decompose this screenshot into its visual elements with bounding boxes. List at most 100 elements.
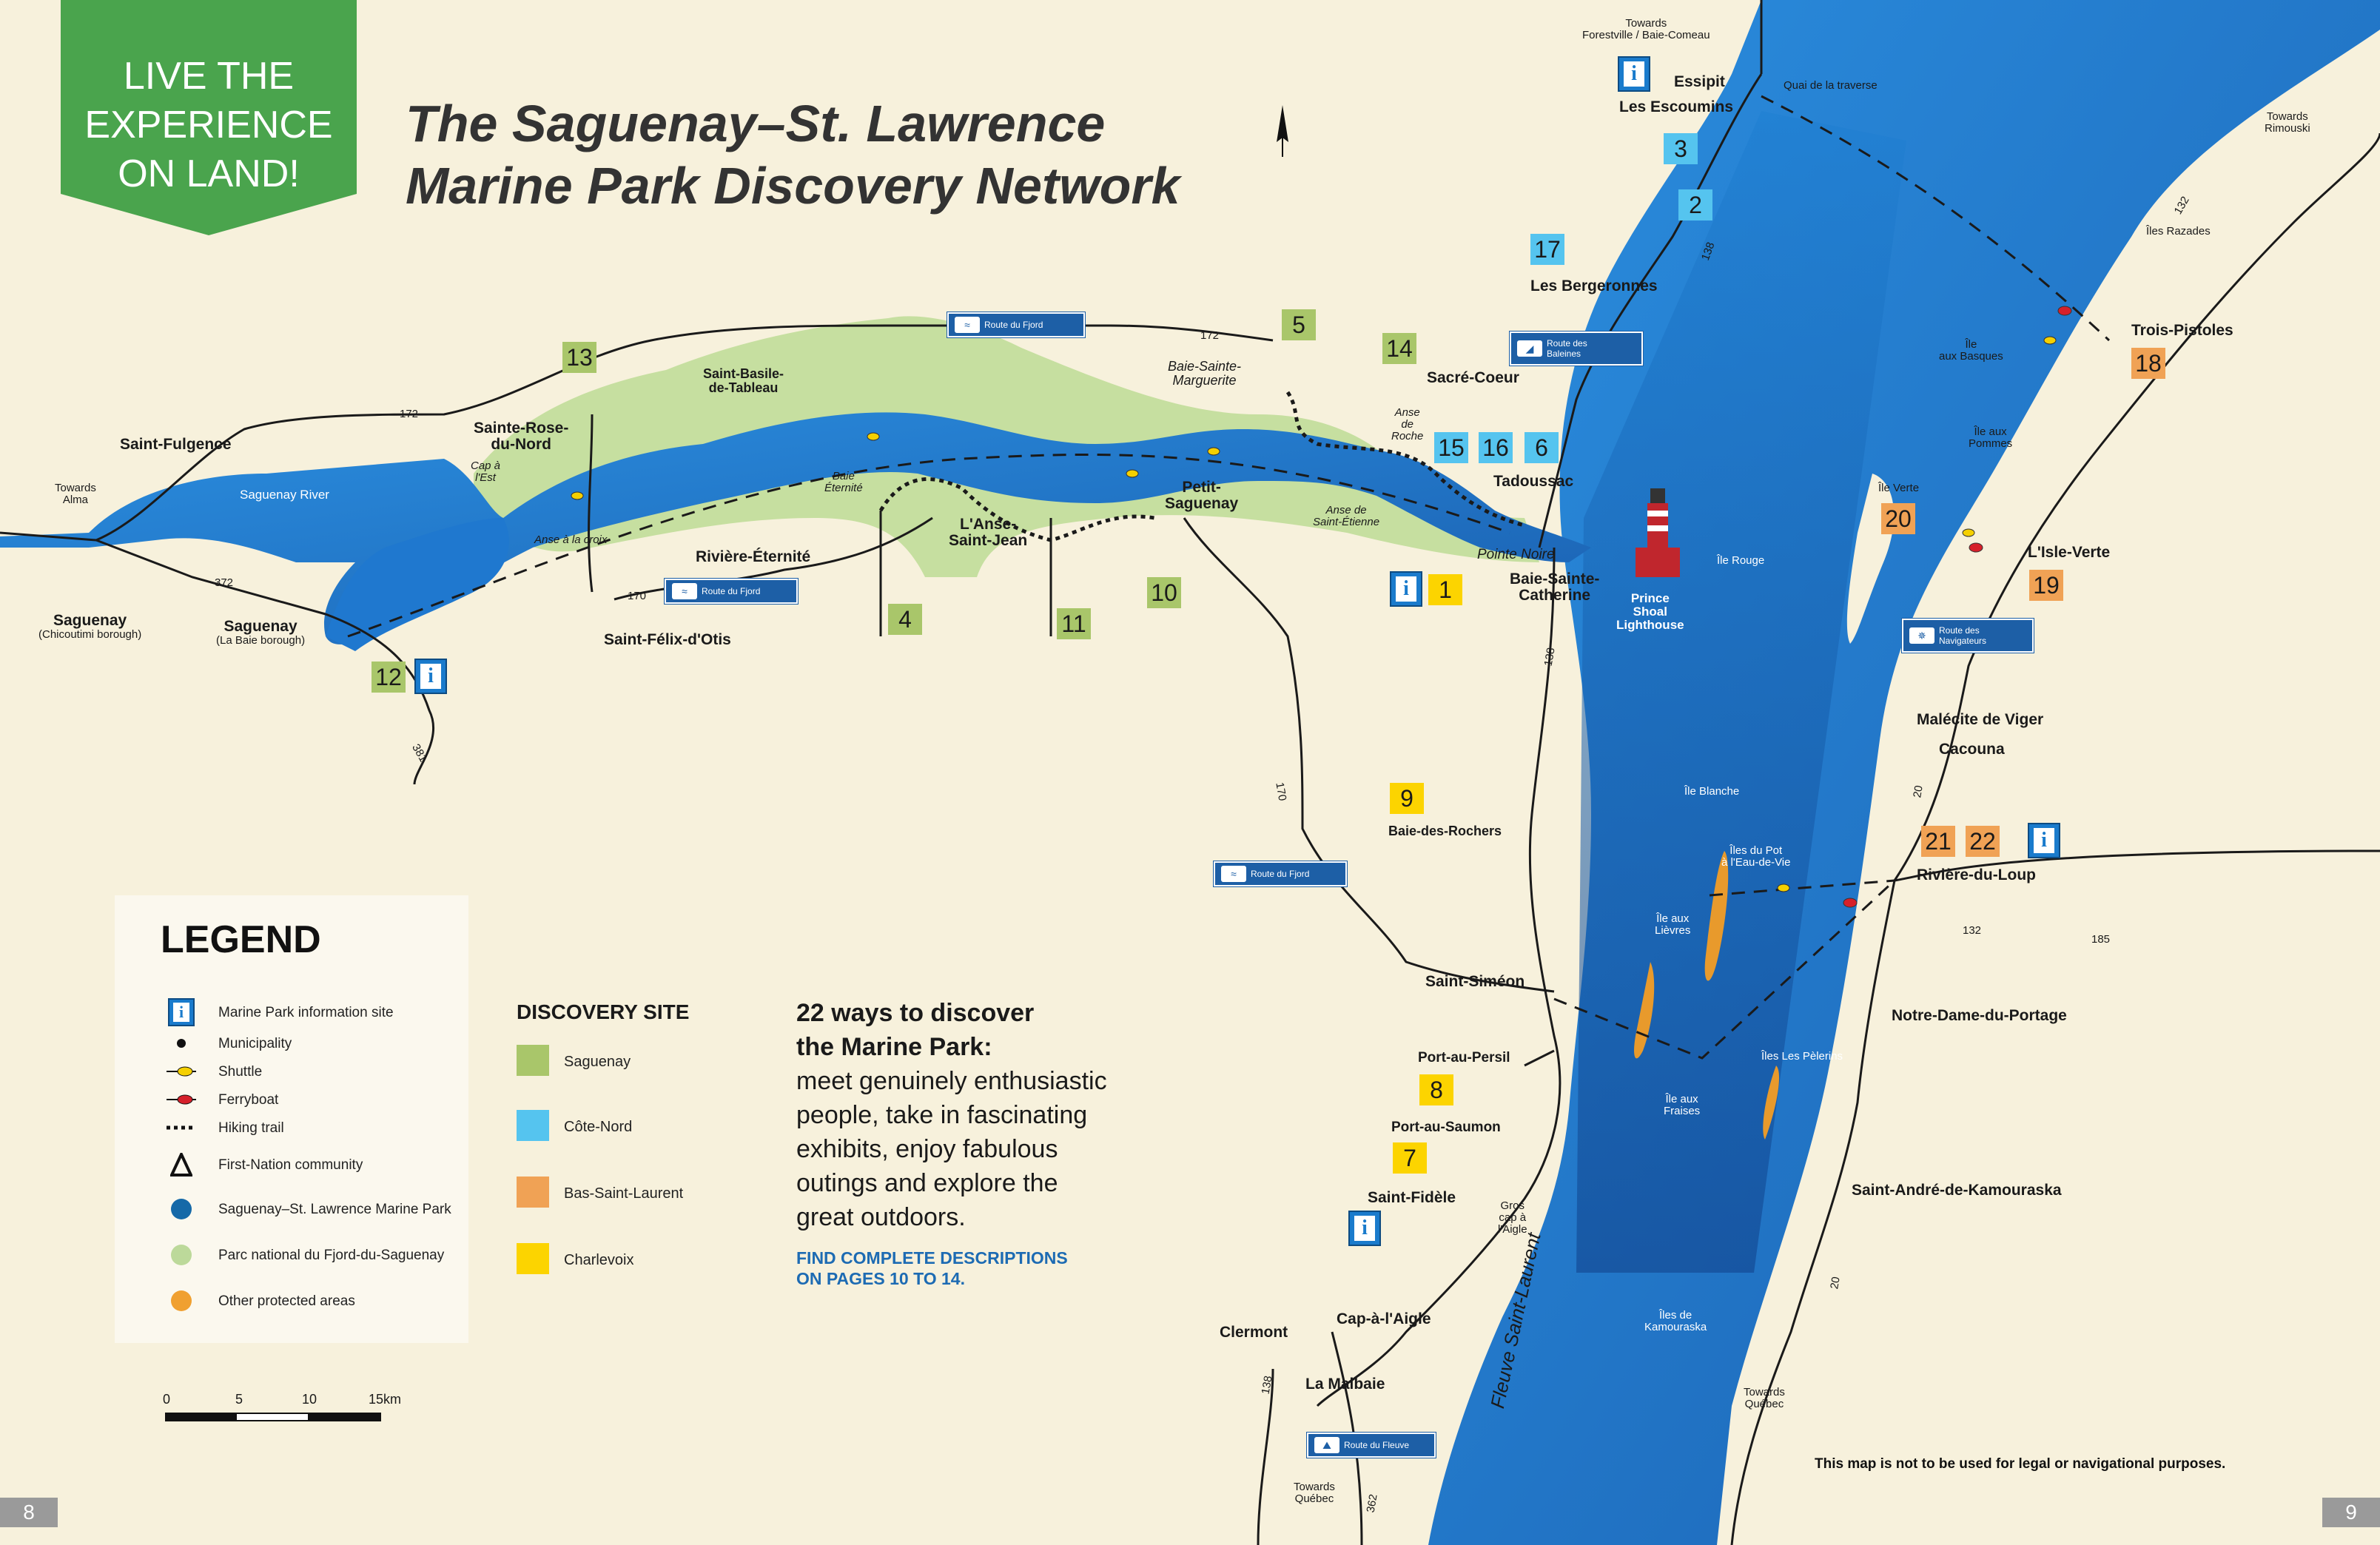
info-icon[interactable]: i: [414, 659, 447, 694]
site-20[interactable]: 20: [1881, 503, 1915, 534]
scale-tick-0: 0: [163, 1392, 171, 1407]
site-11[interactable]: 11: [1057, 608, 1091, 639]
label-saguenay-la-baie: Saguenay(La Baie borough): [216, 618, 306, 647]
iles-du-pot: [1704, 851, 1729, 981]
site-2[interactable]: 2: [1678, 189, 1712, 221]
site-10[interactable]: 10: [1147, 577, 1181, 608]
north-arrow-icon: [1277, 105, 1288, 157]
site-21[interactable]: 21: [1921, 826, 1955, 857]
label-cacouna: Cacouna: [1939, 741, 2005, 758]
site-4[interactable]: 4: [888, 604, 922, 635]
site-18[interactable]: 18: [2131, 348, 2165, 379]
label-sainte-rose-du-nord: Sainte-Rose-du-Nord: [474, 420, 569, 454]
river-icon: ⛰: [1314, 1437, 1339, 1453]
banner-line-2: EXPERIENCE: [84, 104, 333, 147]
info-icon[interactable]: i: [1618, 56, 1650, 92]
site-12[interactable]: 12: [372, 662, 406, 693]
site-22[interactable]: 22: [1966, 826, 2000, 857]
label-saint-fulgence: Saint-Fulgence: [120, 436, 232, 453]
route-du-fjord-sign-1: ≈Route du Fjord: [947, 312, 1086, 338]
label-saguenay-river: Saguenay River: [240, 488, 329, 502]
legend-item: Saguenay–St. Lawrence Marine Park: [115, 1194, 463, 1224]
label-saguenay-chicoutimi: Saguenay(Chicoutimi borough): [38, 612, 142, 642]
site-17[interactable]: 17: [1530, 234, 1564, 265]
park-dot-icon: [171, 1199, 192, 1219]
intro-heading-2: the Marine Park:: [796, 1033, 992, 1061]
label-saint-andre-de-kamouraska: Saint-André-de-Kamouraska: [1852, 1182, 2062, 1199]
site-1[interactable]: 1: [1428, 574, 1462, 605]
site-14[interactable]: 14: [1382, 333, 1416, 364]
road-132-b: 132: [1963, 924, 1982, 937]
banner-shape: [61, 0, 357, 235]
first-nation-icon: [170, 1153, 192, 1177]
label-port-au-saumon: Port-au-Saumon: [1391, 1120, 1501, 1135]
legend-item: First-Nation community: [115, 1150, 463, 1179]
intro-line: meet genuinely enthusiastic: [796, 1067, 1107, 1095]
ship-wheel-icon: ✵: [1909, 627, 1934, 644]
shuttle-icon: [167, 1066, 196, 1077]
site-13[interactable]: 13: [562, 342, 596, 373]
title-line-2: Marine Park Discovery Network: [406, 157, 1180, 215]
page-title: The Saguenay–St. Lawrence Marine Park Di…: [406, 92, 1180, 217]
site-6[interactable]: 6: [1525, 432, 1559, 463]
whale-icon: ◢: [1517, 340, 1542, 357]
label-ile-rouge: Île Rouge: [1717, 554, 1765, 567]
label-clermont: Clermont: [1220, 1324, 1288, 1341]
route-du-fleuve-sign: ⛰Route du Fleuve: [1306, 1432, 1436, 1458]
label-cap-a-l-aigle: Cap-à-l'Aigle: [1337, 1310, 1431, 1327]
site-19[interactable]: 19: [2029, 570, 2063, 601]
site-5[interactable]: 5: [1282, 309, 1316, 340]
shuttle-markers: [571, 306, 2072, 908]
ile-aux-lievres: [1634, 962, 1655, 1059]
site-3[interactable]: 3: [1664, 133, 1698, 164]
discovery-swatch-bas-saint-laurent: [517, 1177, 549, 1208]
road-172-b: 172: [400, 408, 419, 420]
label-notre-dame-du-portage: Notre-Dame-du-Portage: [1892, 1007, 2067, 1024]
site-15[interactable]: 15: [1434, 432, 1468, 463]
info-icon[interactable]: i: [1390, 571, 1422, 607]
intro-heading-1: 22 ways to discover: [796, 999, 1035, 1027]
legend-heading: LEGEND: [161, 918, 321, 961]
route-du-fjord-sign-3: ≈Route du Fjord: [1213, 861, 1348, 887]
intro-line: great outdoors.: [796, 1203, 966, 1231]
route-du-fjord-sign-2: ≈Route du Fjord: [664, 578, 799, 605]
info-icon[interactable]: i: [2028, 823, 2060, 858]
label-essipit: Essipit: [1674, 73, 1725, 90]
discovery-site-heading: DISCOVERY SITE: [517, 1000, 690, 1023]
site-8[interactable]: 8: [1419, 1074, 1453, 1105]
intro-line: outings and explore the: [796, 1169, 1058, 1197]
site-9[interactable]: 9: [1390, 783, 1424, 814]
fjord-icon: ≈: [672, 583, 697, 599]
label-sacre-coeur: Sacré-Coeur: [1427, 369, 1519, 386]
discovery-label-charlevoix: Charlevoix: [564, 1252, 634, 1268]
site-7[interactable]: 7: [1393, 1142, 1427, 1174]
label-baie-sainte-catherine: Baie-Sainte-Catherine: [1510, 570, 1600, 605]
label-quai: Quai de la traverse: [1784, 79, 1878, 92]
road-170-a: 170: [628, 590, 647, 602]
label-iles-razades: Îles Razades: [2146, 225, 2211, 238]
label-baie-sainte-marguerite: Baie-Sainte-Marguerite: [1168, 359, 1242, 388]
road-20-a: 20: [1911, 784, 1926, 799]
road-172-a: 172: [1200, 329, 1220, 342]
site-16[interactable]: 16: [1479, 432, 1513, 463]
intro-text: 22 ways to discover the Marine Park: mee…: [796, 996, 1152, 1234]
banner: LIVE THE EXPERIENCE ON LAND!: [61, 0, 357, 235]
label-iles-les-pelerins: Îles Les Pèlerins: [1761, 1050, 1843, 1063]
label-les-escoumins: Les Escoumins: [1619, 98, 1734, 115]
page-number-left: 8: [0, 1498, 58, 1527]
info-icon[interactable]: i: [1348, 1211, 1381, 1246]
